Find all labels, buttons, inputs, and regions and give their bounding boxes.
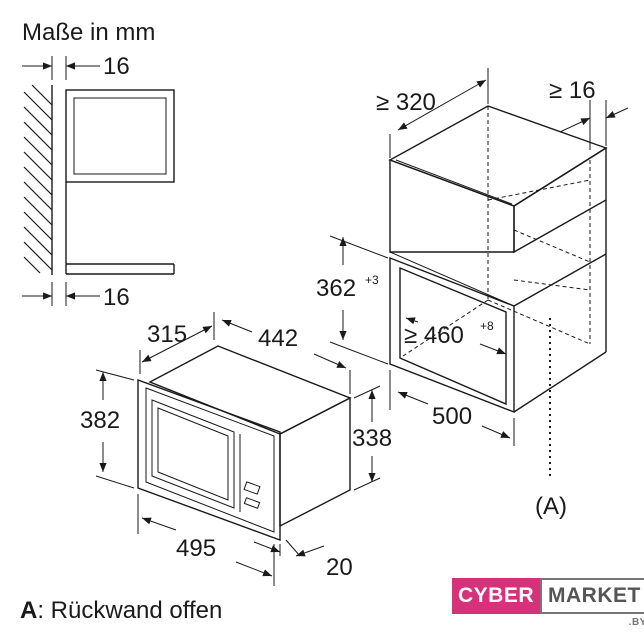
dim-device-width: 442 [258, 325, 298, 352]
dim-device-front-height: 382 [80, 407, 120, 434]
dim-side-gap-bottom: 16 [103, 284, 130, 311]
dim-opening-width: ≥ 460 [404, 322, 464, 349]
side-view: 16 16 [22, 53, 175, 311]
wall-hatching [23, 84, 53, 275]
dim-cabinet-depth: ≥ 320 [376, 89, 436, 116]
cabinet-section [65, 89, 175, 275]
logo-tld: .BY [628, 617, 644, 628]
dim-side-gap-top: 16 [103, 53, 130, 80]
dim-opening-height: 362 [316, 275, 356, 302]
legend-text: : Rückwand offen [37, 597, 222, 624]
microwave-view: 315 442 382 338 495 20 [80, 312, 392, 586]
dim-device-front-depth: 20 [326, 554, 353, 581]
diagram-title: Maße in mm [22, 19, 155, 46]
logo-part2: MARKET [540, 578, 644, 614]
legend: A: Rückwand offen [20, 597, 222, 624]
dim-opening-depth: 500 [432, 403, 472, 430]
dim-opening-width-tol: +8 [480, 319, 494, 333]
cybermarket-logo: CYBER MARKET .BY [452, 578, 644, 628]
dim-cabinet-side: ≥ 16 [549, 77, 596, 104]
legend-key: A [20, 597, 37, 624]
dim-device-body-height: 338 [352, 425, 392, 452]
cabinet-view: (A) ≥ 320 ≥ 16 362 +3 ≥ 460 +8 500 [316, 68, 629, 520]
dim-device-front-width: 495 [176, 535, 216, 562]
dim-device-depth: 315 [147, 321, 187, 348]
marker-rear-open: (A) [535, 493, 567, 520]
dim-opening-height-tol: +3 [365, 273, 379, 287]
logo-part1: CYBER [452, 578, 541, 614]
